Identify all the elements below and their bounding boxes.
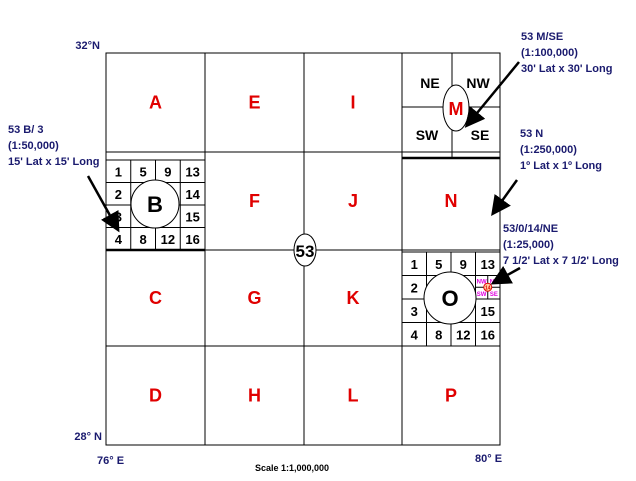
subsheet-9: 9 (460, 257, 467, 272)
subsheet-12: 12 (456, 327, 470, 342)
callout-53n-line-0: 53 N (520, 128, 543, 140)
quadrant-SE: SE (471, 127, 490, 143)
subsheet-16: 16 (481, 327, 495, 342)
arrow-53b3 (86, 175, 120, 233)
sheet-label-E: E (248, 93, 260, 113)
subsheet-4: 4 (411, 327, 419, 342)
subsheet-9: 9 (164, 164, 171, 179)
subsheet-14: 14 (485, 285, 491, 291)
sheet-label-J: J (348, 191, 358, 211)
sheet-label-C: C (149, 288, 162, 308)
sub-quadrant-SW: SW (477, 292, 487, 298)
sheet-label-K: K (347, 288, 360, 308)
sheet-label-G: G (247, 288, 261, 308)
sheet-label-N: N (445, 191, 458, 211)
long-left-label: 76° E (97, 455, 124, 467)
subsheet-8: 8 (140, 232, 147, 247)
sheet-label-F: F (249, 191, 260, 211)
sheet-label-B: B (147, 192, 163, 217)
subsheet-1: 1 (411, 257, 418, 272)
long-right-label: 80° E (475, 453, 502, 465)
sheet-label-H: H (248, 386, 261, 406)
subsheet-2: 2 (115, 187, 122, 202)
callout-53o14ne-line-2: 7 1/2' Lat x 7 1/2' Long (503, 255, 619, 267)
sub-quadrant-SE: SE (490, 292, 498, 298)
sheet-circle-B (130, 179, 180, 229)
sheet-label-D: D (149, 386, 162, 406)
scale-label: Scale 1:1,000,000 (255, 463, 329, 473)
subsheet-15: 15 (481, 304, 495, 319)
sheet-number-circle (293, 233, 317, 267)
callout-53mse-line-2: 30' Lat x 30' Long (521, 63, 612, 75)
callout-53n-line-1: (1:250,000) (520, 144, 577, 156)
quadrant-SW: SW (416, 127, 439, 143)
sheet-label-L: L (348, 386, 359, 406)
subsheet-3: 3 (115, 209, 122, 224)
callout-53b3-line-0: 53 B/ 3 (8, 124, 43, 136)
subsheet-14: 14 (185, 187, 200, 202)
subsheet-1: 1 (115, 164, 122, 179)
subsheet-2: 2 (411, 280, 418, 295)
subsheet-4: 4 (115, 232, 123, 247)
sheet-number: 53 (296, 242, 315, 261)
sheet-label-A: A (149, 93, 162, 113)
arrow-53o14ne (490, 265, 521, 285)
subsheet-8: 8 (435, 327, 442, 342)
callout-53mse-line-1: (1:100,000) (521, 47, 578, 59)
subsheet-15: 15 (185, 209, 199, 224)
subsheet-16: 16 (185, 232, 199, 247)
quadrant-NW: NW (466, 75, 490, 91)
subsheet-13: 13 (185, 164, 199, 179)
callout-53o14ne-line-1: (1:25,000) (503, 239, 554, 251)
sheet-circle-O (423, 271, 477, 325)
sheet-label-M: M (449, 99, 464, 119)
sheet-label-I: I (350, 93, 355, 113)
quadrant-NE: NE (420, 75, 439, 91)
subsheet-5: 5 (140, 164, 147, 179)
sub14-circle (483, 282, 493, 292)
callout-53n-line-2: 1º Lat x 1º Long (520, 160, 602, 172)
sheet-label-P: P (445, 386, 457, 406)
callout-53o14ne-line-0: 53/0/14/NE (503, 223, 558, 235)
sheet-label-O: O (441, 286, 458, 311)
subsheet-3: 3 (411, 304, 418, 319)
arrow-53mse (464, 61, 520, 128)
subsheet-13: 13 (481, 257, 495, 272)
callout-53b3-line-2: 15' Lat x 15' Long (8, 156, 99, 168)
lat-top-label: 32°N (75, 40, 100, 52)
lat-bottom-label: 28° N (74, 431, 102, 443)
subsheet-12: 12 (161, 232, 175, 247)
subsheet-5: 5 (435, 257, 442, 272)
callout-53b3-line-1: (1:50,000) (8, 140, 59, 152)
callout-53mse-line-0: 53 M/SE (521, 31, 563, 43)
sub-quadrant-NW: NW (477, 280, 487, 286)
arrow-53n (491, 179, 519, 217)
